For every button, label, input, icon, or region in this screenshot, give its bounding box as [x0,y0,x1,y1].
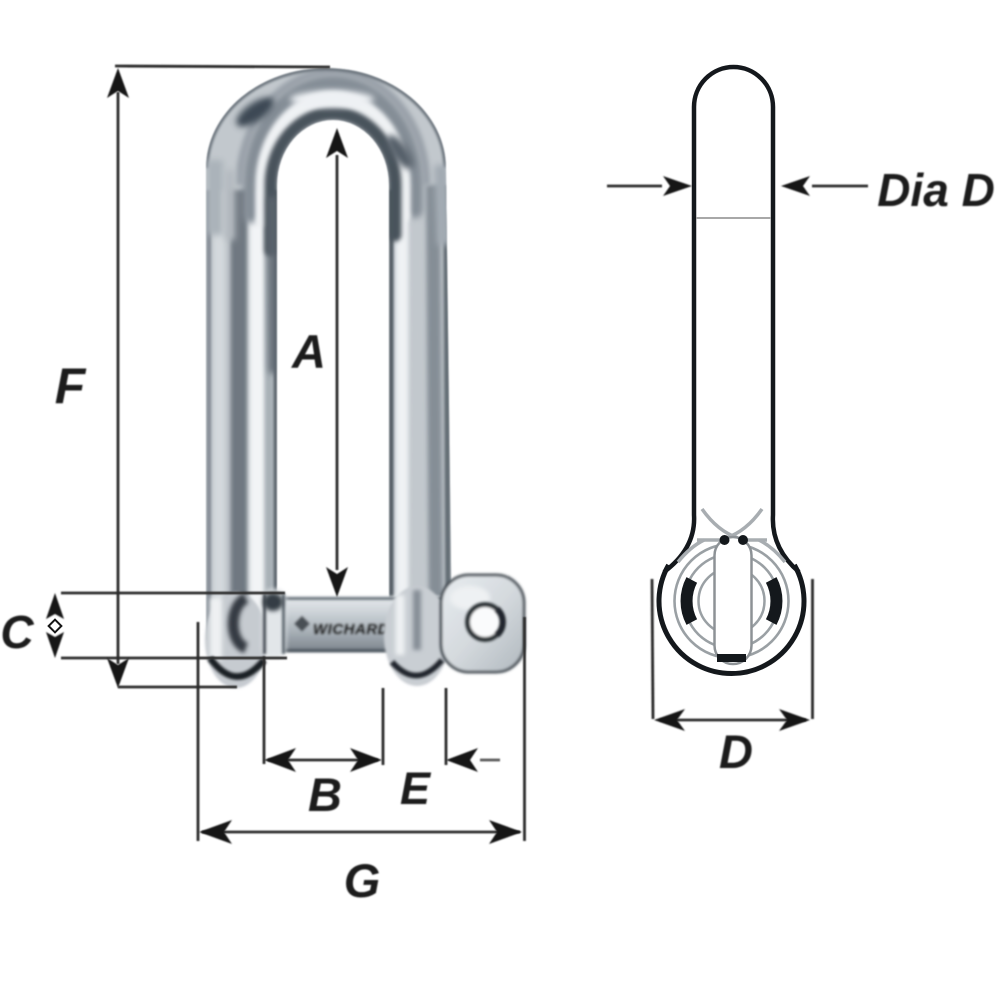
svg-text:D: D [719,725,753,778]
svg-text:B: B [308,768,342,821]
svg-text:WICHARD: WICHARD [313,621,389,638]
svg-text:Dia D: Dia D [877,164,995,216]
svg-text:F: F [55,358,87,414]
svg-text:C: C [0,606,34,658]
svg-text:A: A [291,325,326,378]
svg-text:G: G [344,854,381,907]
svg-text:E: E [400,763,432,814]
